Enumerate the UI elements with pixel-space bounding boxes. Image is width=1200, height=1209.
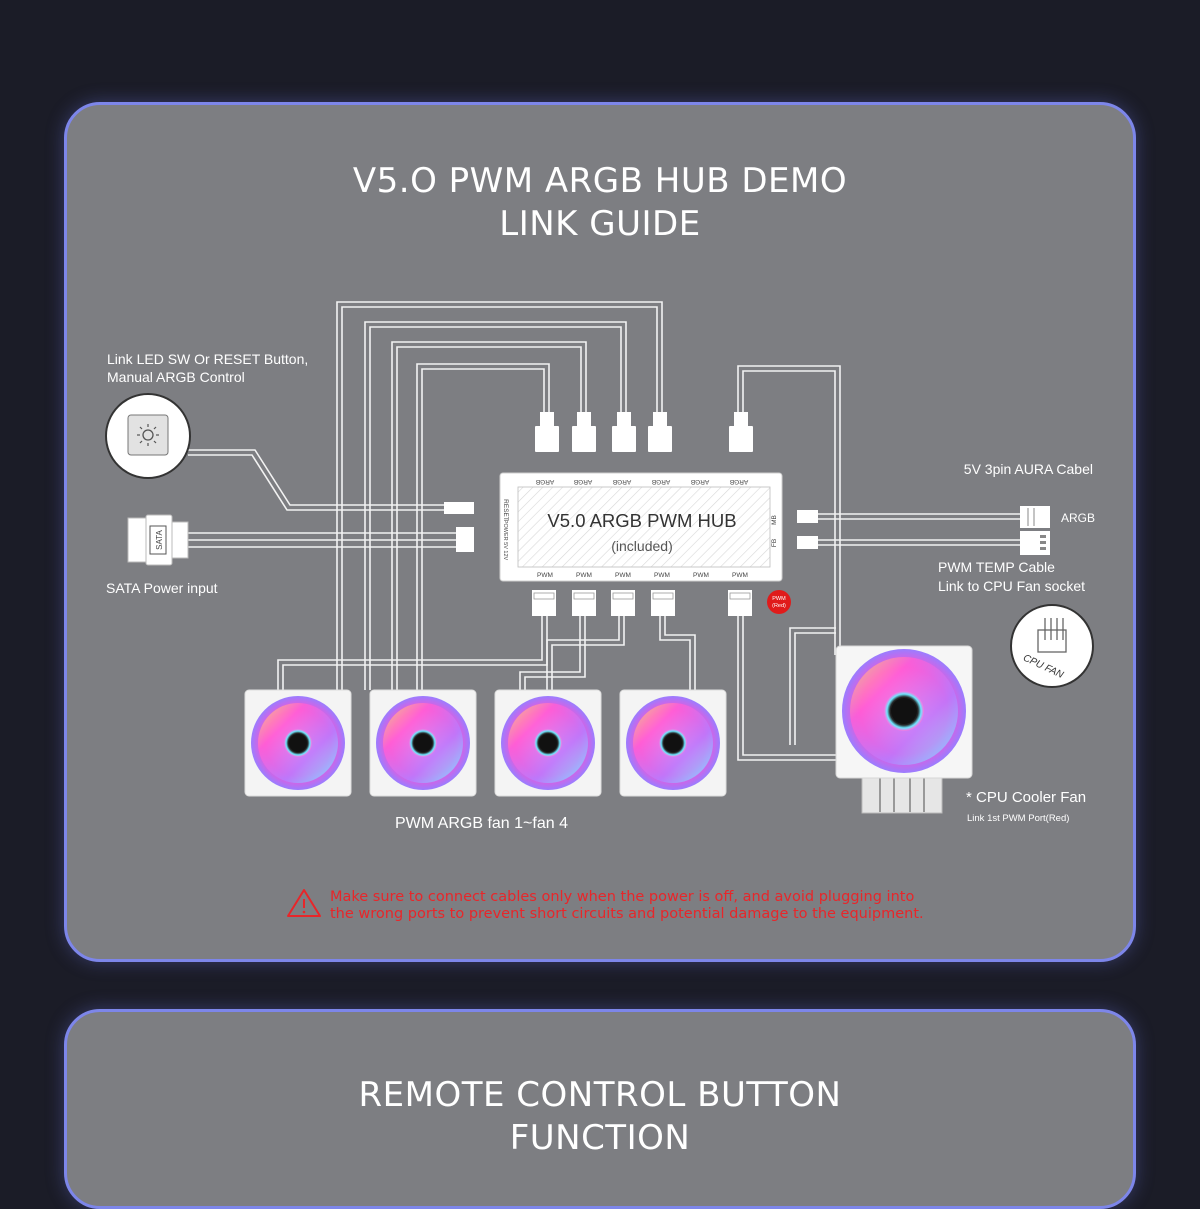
- wiring-diagram: V5.0 ARGB PWM HUB (included) ARGB ARGB A…: [105, 301, 1095, 917]
- fan-4: [619, 689, 727, 797]
- mb-plug: [729, 412, 753, 452]
- fan-2: [369, 689, 477, 797]
- pwm-temp-label: PWM TEMP Cable: [938, 559, 1055, 575]
- svg-text:PWM: PWM: [772, 596, 786, 602]
- argb-plug-3: [612, 412, 636, 452]
- cpu-fan-socket-icon: CPU FAN: [1010, 604, 1094, 688]
- hub-top-port-label: ARGB: [613, 478, 631, 485]
- led-switch-label-2: Manual ARGB Control: [107, 369, 245, 385]
- hub-name: V5.0 ARGB PWM HUB: [547, 510, 736, 531]
- aura-cable-label: 5V 3pin AURA Cabel: [964, 461, 1093, 477]
- title-line-2: LINK GUIDE: [499, 204, 701, 244]
- hub-top-port-label: ARGB: [652, 478, 670, 485]
- argb-label: ARGB: [1061, 511, 1095, 525]
- hub-bottom-port-label: PWM: [654, 572, 670, 579]
- hub-note: (included): [611, 538, 672, 554]
- cpu-cooler: [835, 645, 973, 814]
- hub-top-port-label: ARGB: [536, 478, 554, 485]
- title-line-1: REMOTE CONTROL BUTTON: [358, 1075, 842, 1115]
- warning-line-1: Make sure to connect cables only when th…: [330, 889, 915, 905]
- sata-label: SATA Power input: [106, 580, 218, 596]
- fans-label: PWM ARGB fan 1~fan 4: [395, 815, 568, 832]
- hub-bottom-port-label: PWM: [732, 572, 748, 579]
- pwm-connectors: [532, 590, 752, 616]
- argb-pwm-hub: V5.0 ARGB PWM HUB (included) ARGB ARGB A…: [499, 472, 783, 582]
- fan-3: [494, 689, 602, 797]
- argb-plug-2: [572, 412, 596, 452]
- right-hub-connectors: [797, 510, 818, 549]
- warning-message: Make sure to connect cables only when th…: [330, 889, 950, 923]
- left-hub-connectors: [444, 502, 474, 552]
- cable-runs: [188, 301, 1020, 761]
- hub-fb-label: FB: [771, 539, 778, 547]
- warning-icon: [287, 889, 321, 917]
- hub-top-port-label: ARGB: [691, 478, 709, 485]
- pwm-temp-plug: [1020, 531, 1050, 555]
- sata-plug-label: SATA: [155, 529, 164, 549]
- argb-plug-1: [535, 412, 559, 452]
- led-switch-button-icon: [105, 393, 191, 479]
- svg-text:(Red): (Red): [772, 603, 786, 609]
- hub-top-port-label: ARGB: [730, 478, 748, 485]
- sata-power-plug: SATA: [127, 514, 189, 566]
- hub-bottom-port-label: PWM: [576, 572, 592, 579]
- pwm-temp-label-2: Link to CPU Fan socket: [938, 578, 1085, 594]
- cpu-cooler-note: Link 1st PWM Port(Red): [967, 813, 1069, 824]
- fan-1: [244, 689, 352, 797]
- led-switch-label: Link LED SW Or RESET Button,: [107, 351, 308, 367]
- hub-bottom-port-label: PWM: [693, 572, 709, 579]
- hub-power-label: POWER 5V 12V: [502, 520, 508, 561]
- cpu-cooler-label: * CPU Cooler Fan: [966, 789, 1086, 806]
- hub-bottom-port-label: PWM: [615, 572, 631, 579]
- link-guide-title: V5.O PWM ARGB HUB DEMO LINK GUIDE: [67, 160, 1133, 246]
- hub-bottom-port-label: PWM: [537, 572, 553, 579]
- argb-plug-4: [648, 412, 672, 452]
- hub-reset-label: RESET: [502, 499, 509, 521]
- hub-mb-label: MB: [771, 515, 778, 525]
- pwm-red-badge: PWM (Red): [767, 590, 791, 614]
- title-line-1: V5.O PWM ARGB HUB DEMO: [352, 161, 848, 201]
- warning-line-2: the wrong ports to prevent short circuit…: [330, 906, 924, 922]
- top-connectors: [535, 412, 753, 452]
- argb-aura-plug: [1020, 506, 1050, 528]
- hub-top-port-label: ARGB: [574, 478, 592, 485]
